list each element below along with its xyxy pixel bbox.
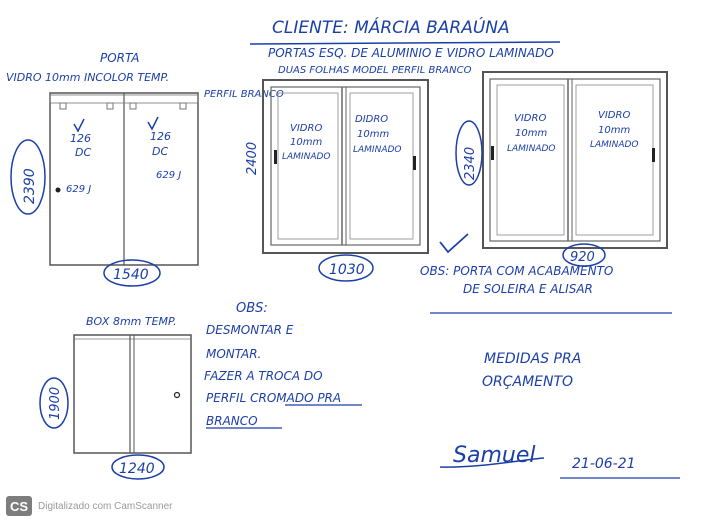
obs-top-line-2: DE SOLEIRA E ALISAR — [463, 282, 593, 296]
box-width-oval — [111, 454, 165, 480]
header-underline — [249, 41, 561, 45]
note-line-1: MEDIDAS PRA — [484, 351, 581, 367]
porta-height: 2390 — [22, 168, 38, 204]
porta-lock-right: 629 J — [156, 170, 181, 181]
middle-width: 1030 — [329, 262, 365, 278]
right-height-oval — [455, 120, 483, 186]
right-left-label-3: LAMINADO — [507, 144, 556, 154]
right-right-pane — [575, 84, 654, 236]
porta-lock-left: 629 J — [66, 184, 91, 195]
porta-width-oval — [103, 259, 161, 287]
right-left-label-1: VIDRO — [514, 113, 546, 124]
door-box: BOX 8mm TEMP. 1900 1240 — [39, 315, 192, 480]
porta-pivot-right — [179, 102, 187, 110]
middle-left-label-3: LAMINADO — [282, 152, 331, 162]
porta-pivot-mid-left — [106, 102, 114, 110]
middle-handle — [413, 156, 416, 170]
middle-left-pane — [277, 92, 339, 240]
check-mark-icon — [73, 118, 85, 133]
scanner-footer: CS Digitalizado com CamScanner — [6, 496, 173, 516]
middle-height: 2400 — [245, 142, 260, 175]
box-spec: BOX 8mm TEMP. — [86, 315, 177, 328]
check-mark-icon — [147, 116, 159, 131]
porta-hinge-left-sub: DC — [75, 146, 91, 159]
signature-stroke — [439, 457, 545, 468]
right-outer-frame — [482, 71, 668, 249]
porta-spec: VIDRO 10mm INCOLOR TEMP. — [6, 71, 169, 84]
porta-hinge-right: 126 — [150, 130, 171, 143]
project-line-2: DUAS FOLHAS MODEL PERFIL BRANCO — [278, 65, 472, 76]
right-inner-frame — [489, 78, 661, 242]
obs-box-line: FAZER A TROCA DO — [204, 369, 323, 383]
porta-width: 1540 — [113, 267, 149, 283]
middle-left-label-1: VIDRO — [290, 123, 322, 134]
right-width: 920 — [570, 250, 595, 265]
right-width-oval — [562, 243, 606, 267]
right-left-pane — [496, 84, 565, 236]
right-right-label-1: VIDRO — [598, 110, 630, 121]
obs-box: OBS: DESMONTAR E MONTAR. FAZER A TROCA D… — [204, 301, 362, 429]
door-right: VIDRO 10mm LAMINADO VIDRO 10mm LAMINADO … — [455, 71, 668, 267]
check-mark-icon — [439, 233, 469, 254]
porta-hinge-left: 126 — [70, 132, 91, 145]
obs-box-line: MONTAR. — [206, 347, 261, 361]
camscanner-logo-icon: CS — [6, 496, 32, 516]
porta-title: PORTA — [100, 51, 139, 65]
note-line-2: ORÇAMENTO — [482, 374, 573, 390]
obs-top: OBS: PORTA COM ACABAMENTO DE SOLEIRA E A… — [420, 233, 672, 314]
project-line-1: PORTAS ESQ. DE ALUMINIO E VIDRO LAMINADO — [268, 46, 554, 60]
header: CLIENTE: MÁRCIA BARAÚNA PORTAS ESQ. DE A… — [249, 16, 561, 76]
middle-right-label-3: LAMINADO — [353, 145, 402, 155]
box-frame — [73, 334, 192, 454]
obs-top-line-1: OBS: PORTA COM ACABAMENTO — [420, 264, 613, 278]
porta-top-rail — [49, 94, 199, 104]
scanner-footer-text: Digitalizado com CamScanner — [38, 500, 173, 512]
obs-box-title: OBS: — [236, 301, 268, 316]
right-handle — [652, 148, 655, 162]
obs-box-line: BRANCO — [206, 414, 258, 428]
quote-note: MEDIDAS PRA ORÇAMENTO — [482, 351, 581, 390]
middle-right-label-1: DIDRO — [355, 114, 388, 125]
box-height: 1900 — [48, 387, 63, 420]
middle-width-oval — [318, 254, 374, 282]
box-height-oval — [39, 377, 69, 429]
porta-pivot-mid-right — [129, 102, 137, 110]
porta-lock-dot — [55, 187, 61, 193]
right-right-label-2: 10mm — [598, 125, 630, 136]
right-right-label-3: LAMINADO — [590, 140, 639, 150]
date: 21-06-21 — [572, 456, 636, 472]
middle-handle — [274, 150, 277, 164]
porta-profile: PERFIL BRANCO — [204, 89, 284, 100]
obs-box-line: DESMONTAR E — [206, 323, 294, 337]
door-porta: PORTA VIDRO 10mm INCOLOR TEMP. PERFIL BR… — [6, 51, 284, 287]
obs-box-line: PERFIL CROMADO PRA — [206, 391, 341, 405]
middle-outer-frame — [262, 79, 429, 254]
middle-right-label-2: 10mm — [357, 129, 389, 140]
client-name: CLIENTE: MÁRCIA BARAÚNA — [272, 16, 510, 38]
door-middle: VIDRO 10mm LAMINADO DIDRO 10mm LAMINADO … — [245, 79, 429, 282]
porta-hinge-right-sub: DC — [152, 145, 168, 158]
porta-height-oval — [10, 139, 46, 215]
right-handle — [491, 146, 494, 160]
right-left-label-2: 10mm — [515, 128, 547, 139]
porta-pivot-left — [59, 102, 67, 110]
middle-left-label-2: 10mm — [290, 137, 322, 148]
signature-block: Samuel 21-06-21 — [439, 443, 680, 479]
box-handle — [173, 391, 181, 399]
right-height: 2340 — [463, 147, 478, 180]
box-width: 1240 — [119, 461, 155, 477]
